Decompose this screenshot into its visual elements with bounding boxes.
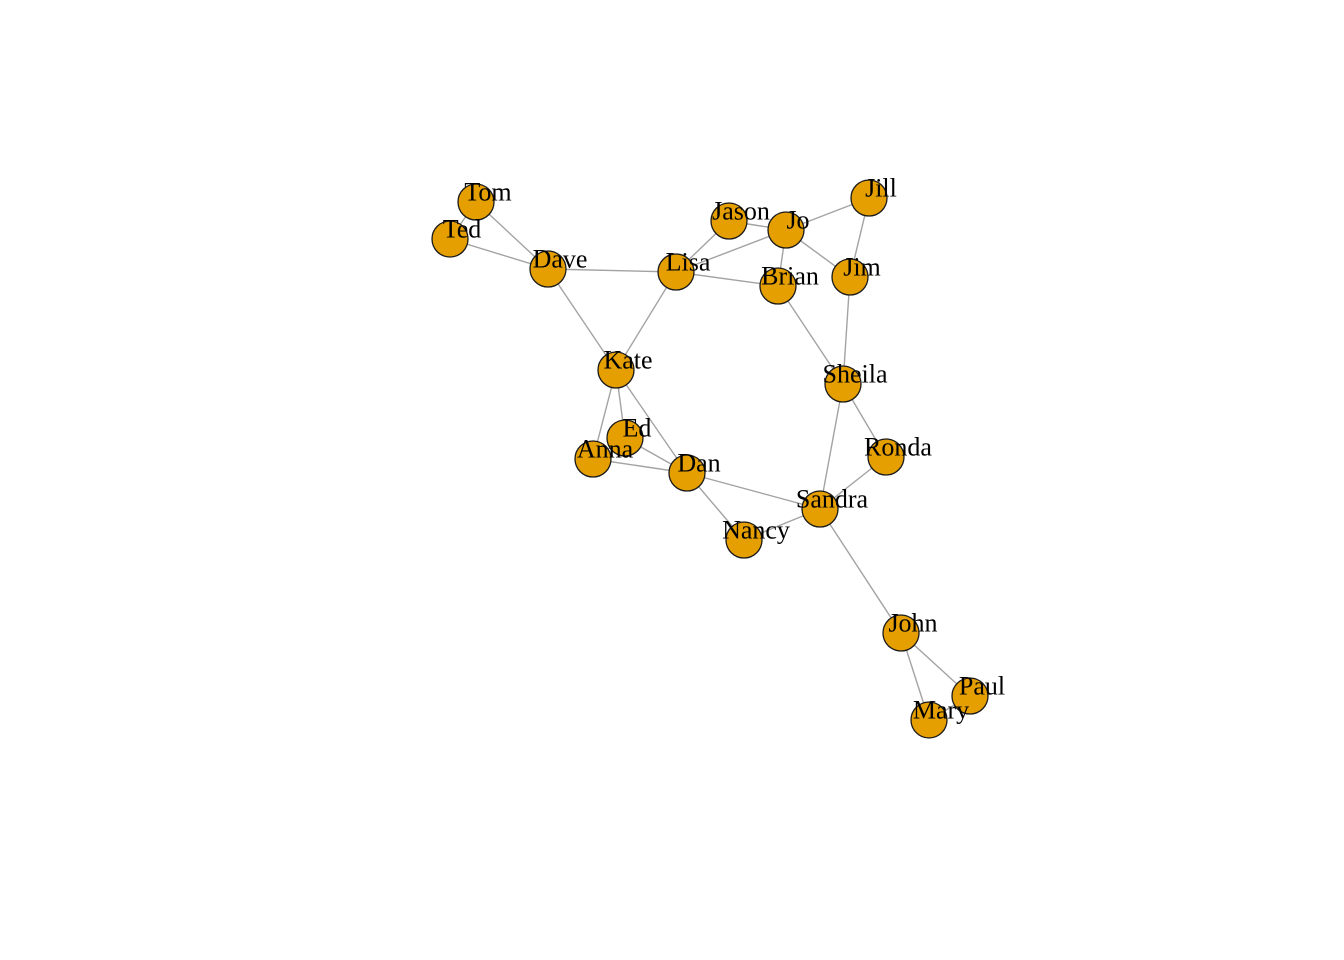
edge-lisa-kate — [615, 271, 677, 371]
edge-dave-kate — [547, 268, 617, 371]
node-label-john: John — [888, 609, 937, 638]
node-label-kate: Kate — [603, 346, 652, 375]
node-kate — [597, 351, 635, 389]
node-label-jim: Jim — [843, 253, 881, 282]
node-label-paul: Paul — [959, 672, 1005, 701]
node-label-dan: Dan — [677, 449, 720, 478]
node-label-jill: Jill — [865, 174, 897, 203]
edge-sandra-john — [819, 508, 902, 634]
node-label-dave: Dave — [533, 245, 588, 274]
node-lisa — [657, 253, 695, 291]
node-label-tom: Tom — [464, 178, 511, 207]
node-label-sandra: Sandra — [796, 485, 869, 514]
node-label-nancy: Nancy — [722, 516, 790, 545]
node-label-ed: Ed — [623, 414, 652, 443]
edge-brian-sheila — [777, 285, 844, 385]
node-layer — [431, 179, 989, 739]
node-label-sheila: Sheila — [823, 360, 888, 389]
node-sheila — [824, 365, 862, 403]
node-anna — [574, 440, 612, 478]
node-jim — [831, 258, 869, 296]
node-john — [882, 614, 920, 652]
edge-sheila-sandra — [819, 383, 844, 510]
node-dave — [529, 250, 567, 288]
node-ed — [606, 419, 644, 457]
node-jill — [850, 179, 888, 217]
node-ted — [431, 220, 469, 258]
node-label-brian: Brian — [761, 262, 819, 291]
node-paul — [951, 677, 989, 715]
node-sandra — [801, 490, 839, 528]
node-jason — [710, 202, 748, 240]
node-label-jason: Jason — [712, 197, 770, 226]
node-nancy — [725, 521, 763, 559]
node-label-anna: Anna — [577, 435, 634, 464]
node-label-jo: Jo — [786, 206, 809, 235]
node-brian — [759, 267, 797, 305]
node-label-mary: Mary — [913, 696, 969, 725]
node-label-lisa: Lisa — [666, 248, 711, 277]
edge-dan-sandra — [686, 472, 821, 510]
node-mary — [910, 701, 948, 739]
node-ronda — [867, 438, 905, 476]
node-tom — [457, 183, 495, 221]
edge-dave-lisa — [547, 268, 677, 273]
node-jo — [767, 211, 805, 249]
edge-lisa-jo — [675, 229, 787, 273]
node-dan — [668, 454, 706, 492]
node-label-ted: Ted — [443, 215, 482, 244]
edge-kate-dan — [615, 369, 688, 474]
node-label-ronda: Ronda — [864, 433, 932, 462]
